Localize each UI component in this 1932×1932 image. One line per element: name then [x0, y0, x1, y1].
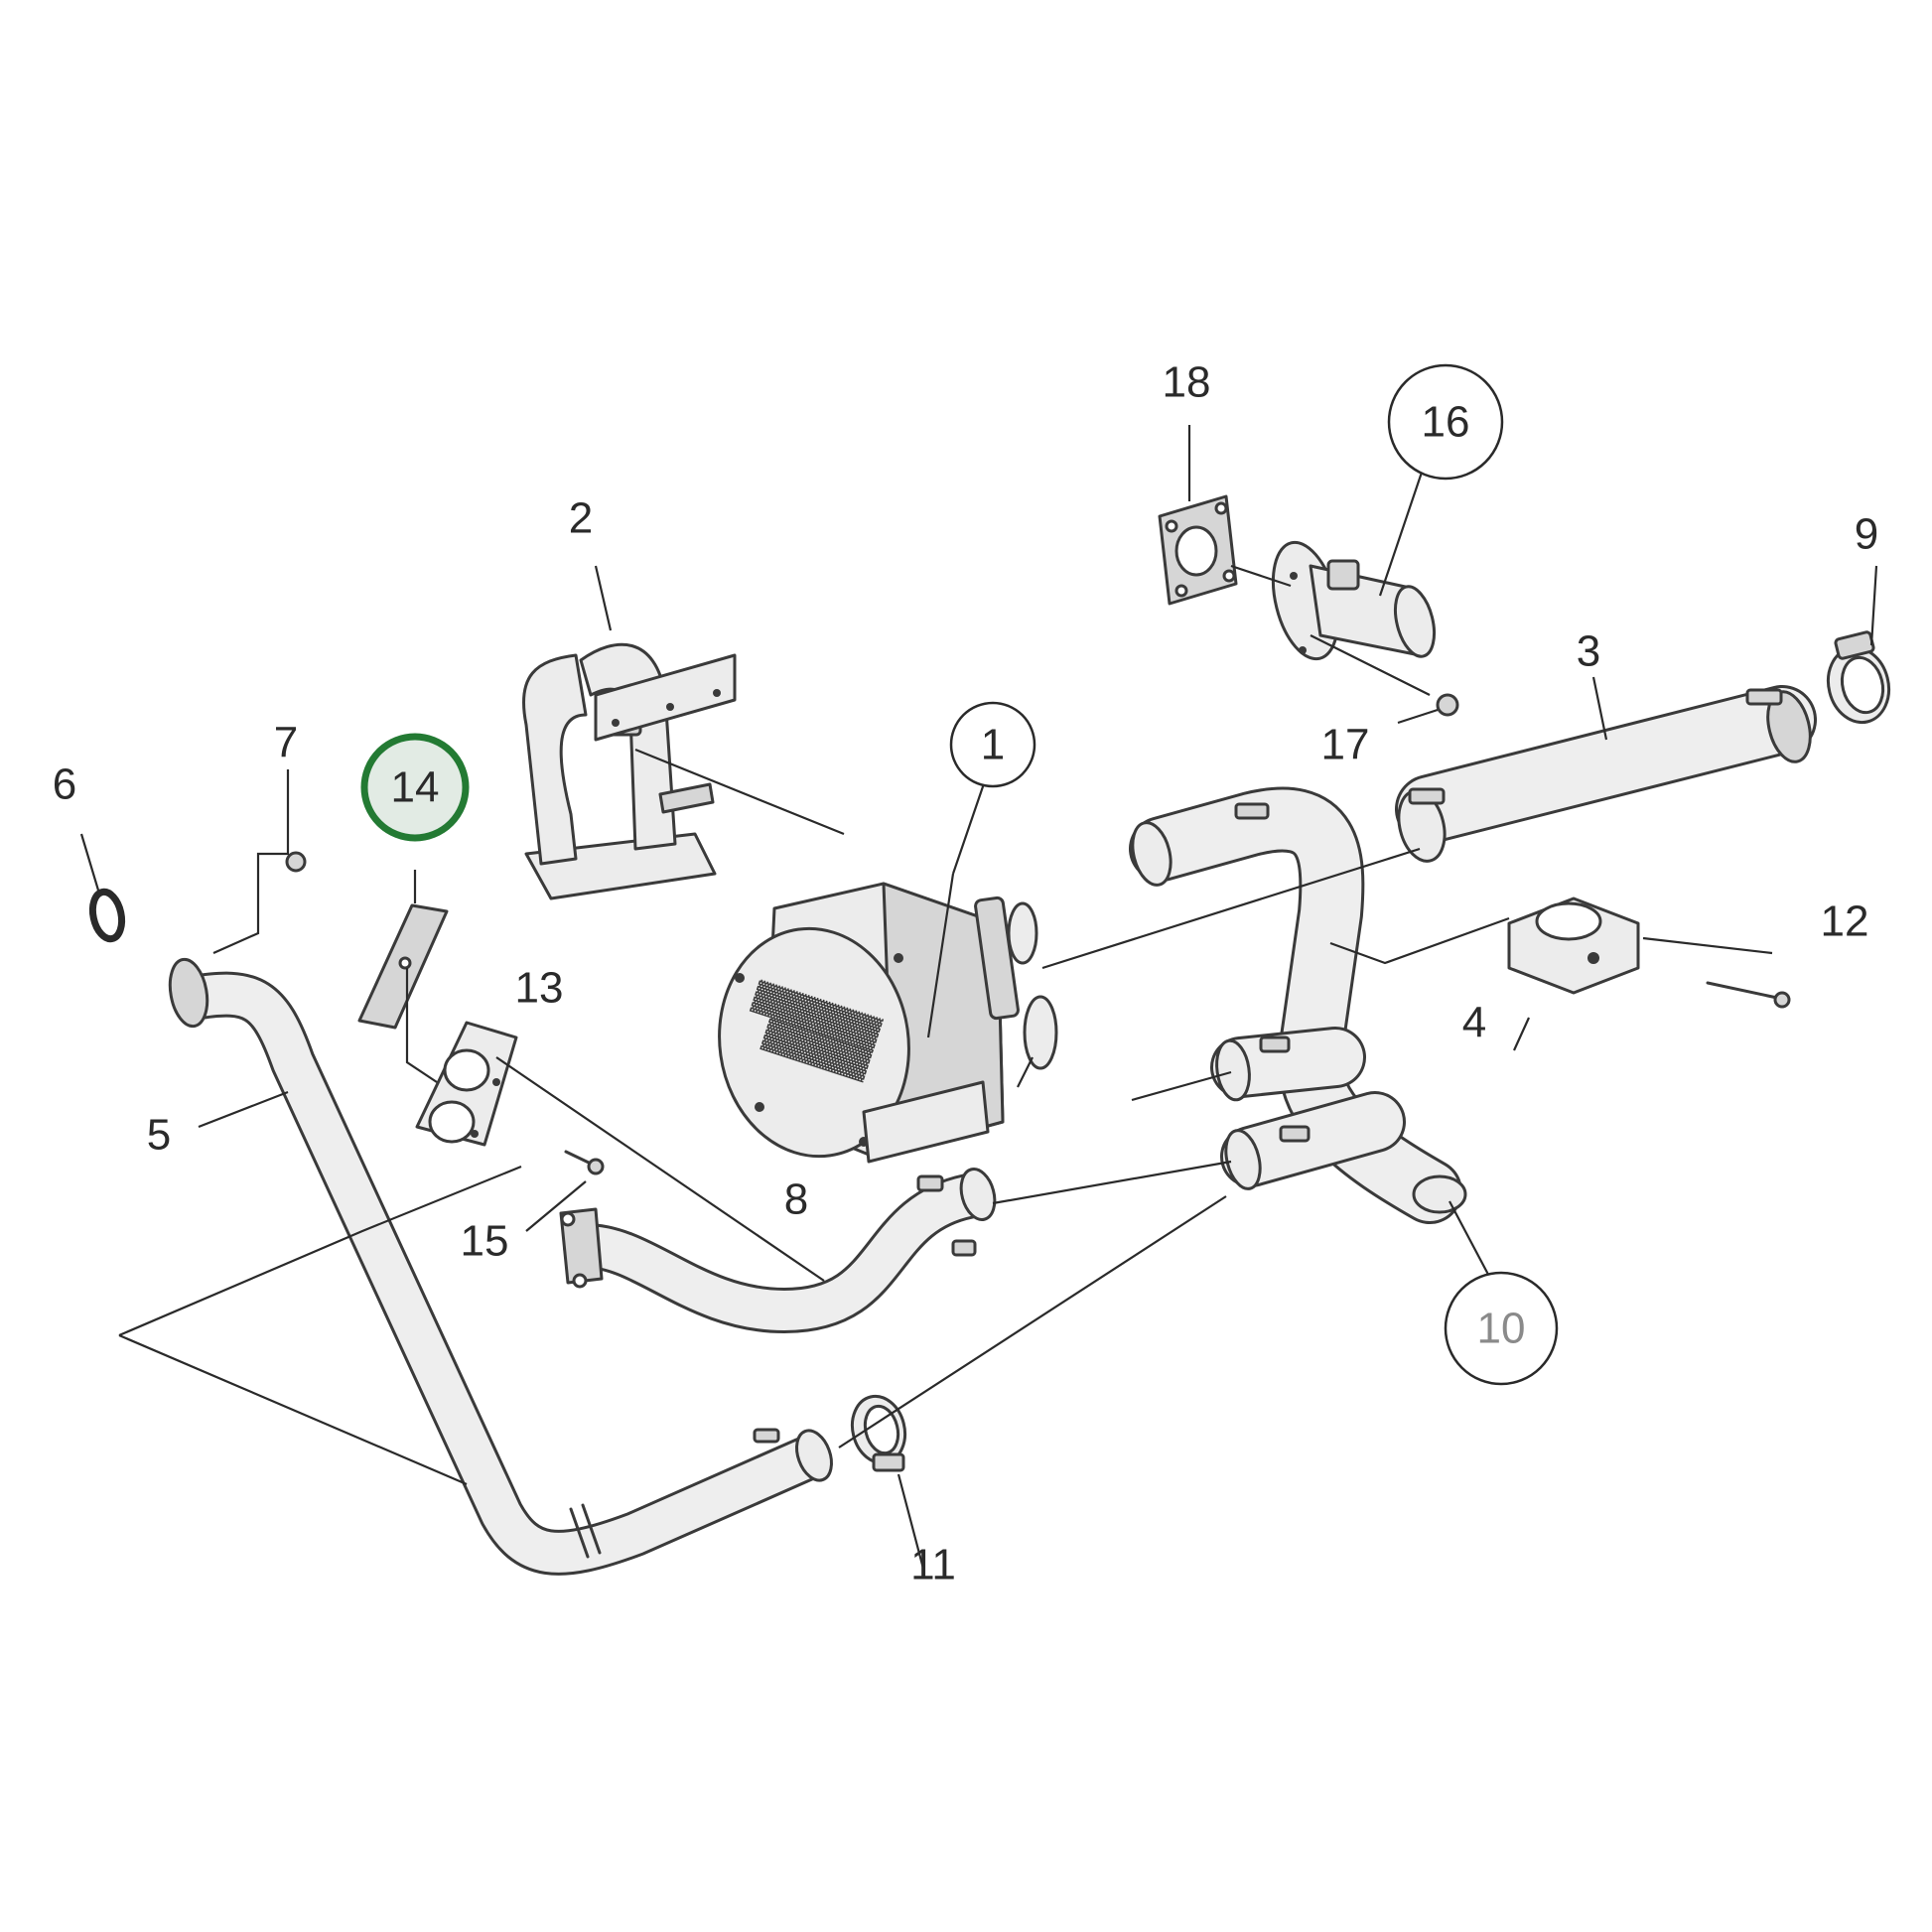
callout-11[interactable]: 11: [910, 1541, 956, 1589]
callout-4[interactable]: 4: [1462, 999, 1486, 1047]
callout-label: 10: [1477, 1305, 1526, 1353]
callout-17[interactable]: 17: [1321, 721, 1370, 769]
callout-label: 17: [1321, 721, 1370, 769]
leader-lines: [79, 425, 1878, 1570]
callout-label: 14: [391, 763, 440, 812]
callout-13[interactable]: 13: [515, 964, 564, 1013]
callout-7[interactable]: 7: [274, 719, 298, 767]
pipe-3: [1395, 685, 1817, 863]
callout-label: 1: [981, 721, 1005, 769]
callout-label: 15: [461, 1217, 509, 1266]
callout-circle: [949, 701, 1036, 788]
callout-label: 8: [784, 1175, 808, 1224]
callout-label: 12: [1821, 897, 1869, 946]
bolt-17: [1436, 693, 1459, 717]
hose-10: [1129, 786, 1467, 1224]
callout-label: 7: [274, 719, 298, 767]
pipe-5: [168, 957, 833, 1576]
bracket-2: [521, 642, 737, 900]
pipe-8: [559, 1168, 997, 1333]
callout-circle: [1387, 363, 1504, 481]
callout-12[interactable]: 12: [1821, 897, 1869, 946]
callout-circle-highlighted: [360, 733, 470, 842]
gasket-18: [1158, 494, 1238, 606]
callout-1[interactable]: 1: [949, 701, 1036, 788]
callout-15[interactable]: 15: [461, 1217, 509, 1266]
callout-8[interactable]: 8: [784, 1175, 808, 1224]
callout-3[interactable]: 3: [1577, 627, 1600, 676]
callout-label: 5: [147, 1111, 171, 1160]
callout-label: 2: [569, 494, 593, 543]
engine-block-1: ▓▓▓▓▓▓ ▓▓▓▓▓: [718, 882, 1058, 1164]
callout-6[interactable]: 6: [53, 760, 76, 809]
bolt-15: [564, 1150, 605, 1175]
callout-label: 6: [53, 760, 76, 809]
bolt-12: [1706, 981, 1791, 1009]
mount-block-4: [1507, 897, 1640, 995]
callout-10[interactable]: 10: [1444, 1271, 1559, 1386]
callout-5[interactable]: 5: [147, 1111, 171, 1160]
callout-label: 11: [910, 1541, 956, 1589]
callout-label: 4: [1462, 999, 1486, 1047]
hose-clamp-11: [850, 1394, 907, 1472]
callout-circle: [1444, 1271, 1559, 1386]
callout-label: 13: [515, 964, 564, 1013]
callout-label: 16: [1422, 398, 1470, 447]
hose-clamp-9: [1826, 630, 1891, 725]
callout-9[interactable]: 9: [1855, 510, 1878, 559]
nut-7: [285, 851, 307, 873]
callout-label: 9: [1855, 510, 1878, 559]
exhaust-fitting-16: [1271, 540, 1437, 661]
gasket-13: [415, 1021, 518, 1147]
o-ring-6: [88, 888, 126, 943]
plate-14: [357, 903, 449, 1030]
callout-14[interactable]: 14: [360, 733, 470, 842]
callout-16[interactable]: 16: [1387, 363, 1504, 481]
callout-18[interactable]: 18: [1163, 358, 1211, 407]
callout-2[interactable]: 2: [569, 494, 593, 543]
callout-label: 3: [1577, 627, 1600, 676]
callout-label: 18: [1163, 358, 1211, 407]
